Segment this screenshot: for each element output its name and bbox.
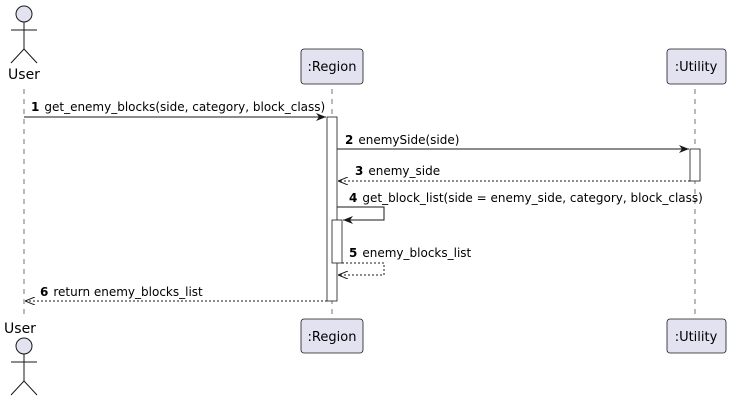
region-nested-activation [331, 219, 343, 264]
user-actor-top [10, 5, 38, 64]
region-label-top: :Region [308, 60, 357, 75]
utility-activation [689, 148, 701, 182]
user-actor-bottom [10, 337, 38, 396]
user-label-bottom: User [4, 321, 36, 337]
utility-label-bottom: :Utility [675, 330, 718, 345]
message-4-arrow [337, 206, 385, 224]
utility-box-top [666, 48, 727, 85]
region-box-bottom [300, 318, 364, 354]
user-label-top: User [8, 67, 40, 83]
message-5-arrow [338, 262, 385, 275]
region-box-top [300, 48, 364, 85]
utility-box-bottom [666, 318, 727, 354]
region-activation [326, 116, 338, 302]
region-label-bottom: :Region [308, 330, 357, 345]
utility-label-top: :Utility [675, 60, 718, 75]
